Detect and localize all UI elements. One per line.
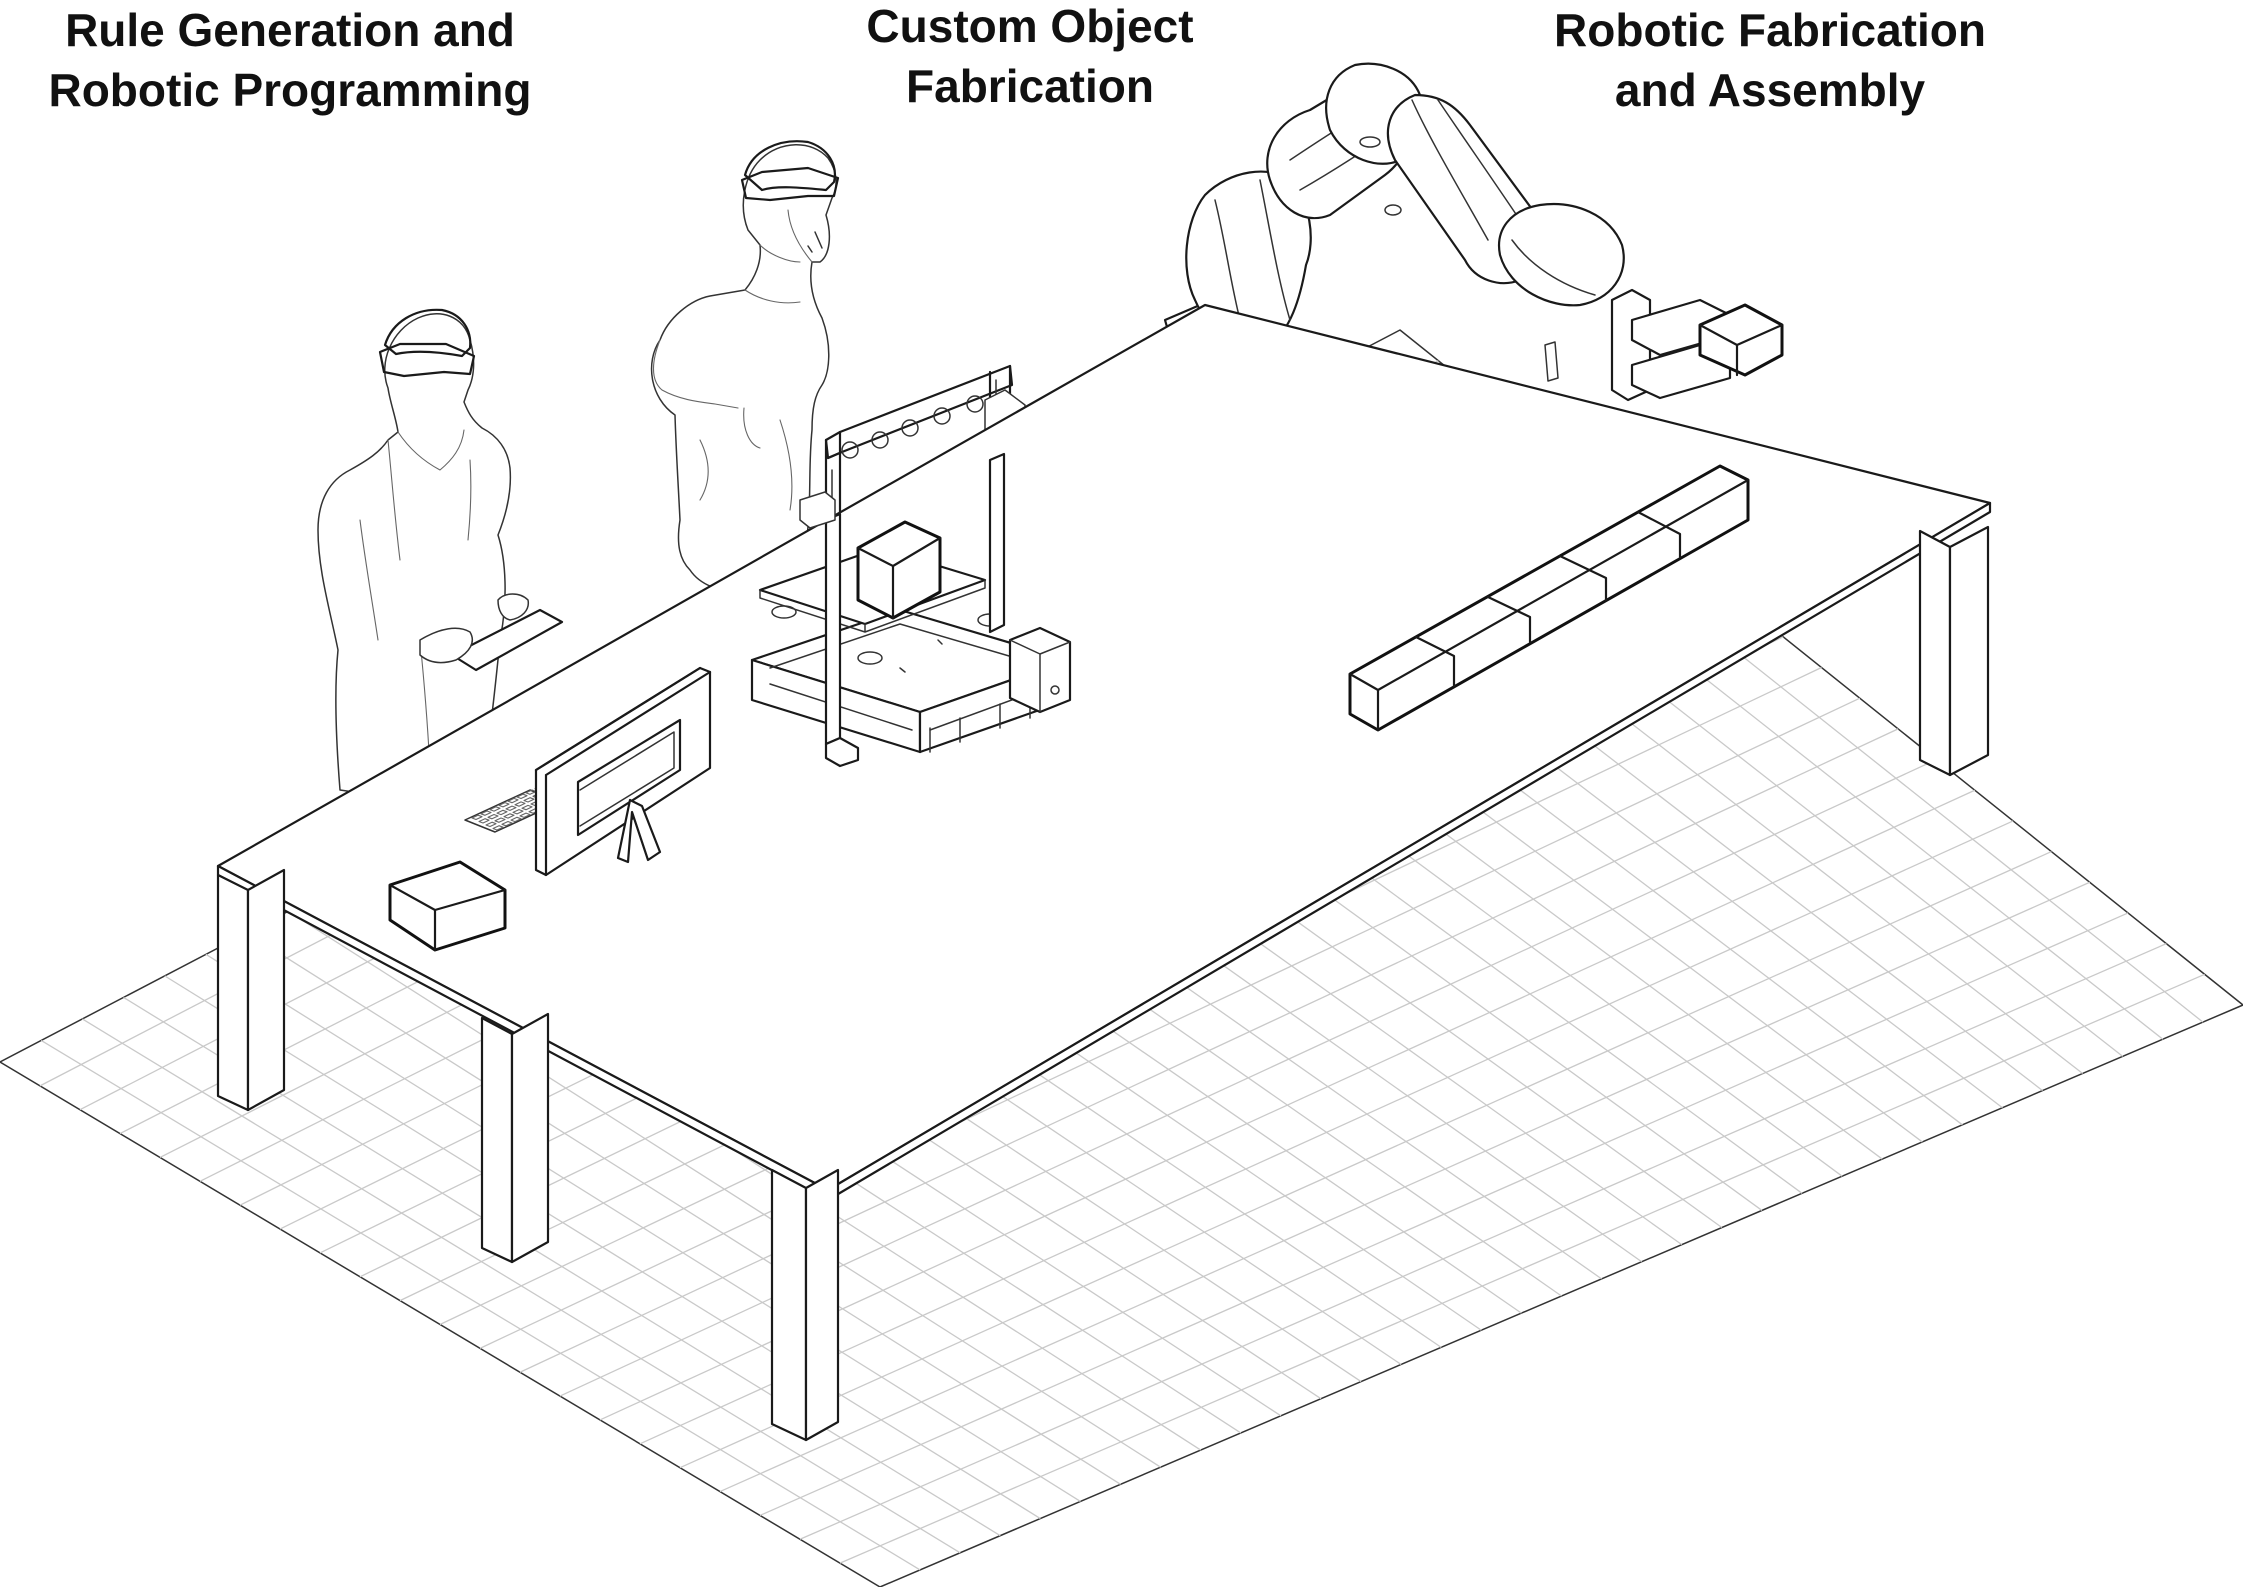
- label-robotic-assembly-line-2: and Assembly: [1490, 60, 2050, 120]
- label-custom-object: Custom Object Fabrication: [780, 0, 1280, 116]
- table-leg-mid-left: [482, 1014, 548, 1262]
- label-custom-object-line-2: Fabrication: [780, 56, 1280, 116]
- label-rule-generation-line-1: Rule Generation and: [10, 0, 570, 60]
- label-custom-object-line-1: Custom Object: [780, 0, 1280, 56]
- label-robotic-assembly-line-1: Robotic Fabrication: [1490, 0, 2050, 60]
- label-rule-generation-line-2: Robotic Programming: [10, 60, 570, 120]
- label-robotic-assembly: Robotic Fabrication and Assembly: [1490, 0, 2050, 120]
- table-leg-front-corner: [772, 1170, 838, 1440]
- label-rule-generation: Rule Generation and Robotic Programming: [10, 0, 570, 120]
- table-leg-front-left: [218, 870, 284, 1110]
- table-leg-back-right: [1920, 527, 1988, 775]
